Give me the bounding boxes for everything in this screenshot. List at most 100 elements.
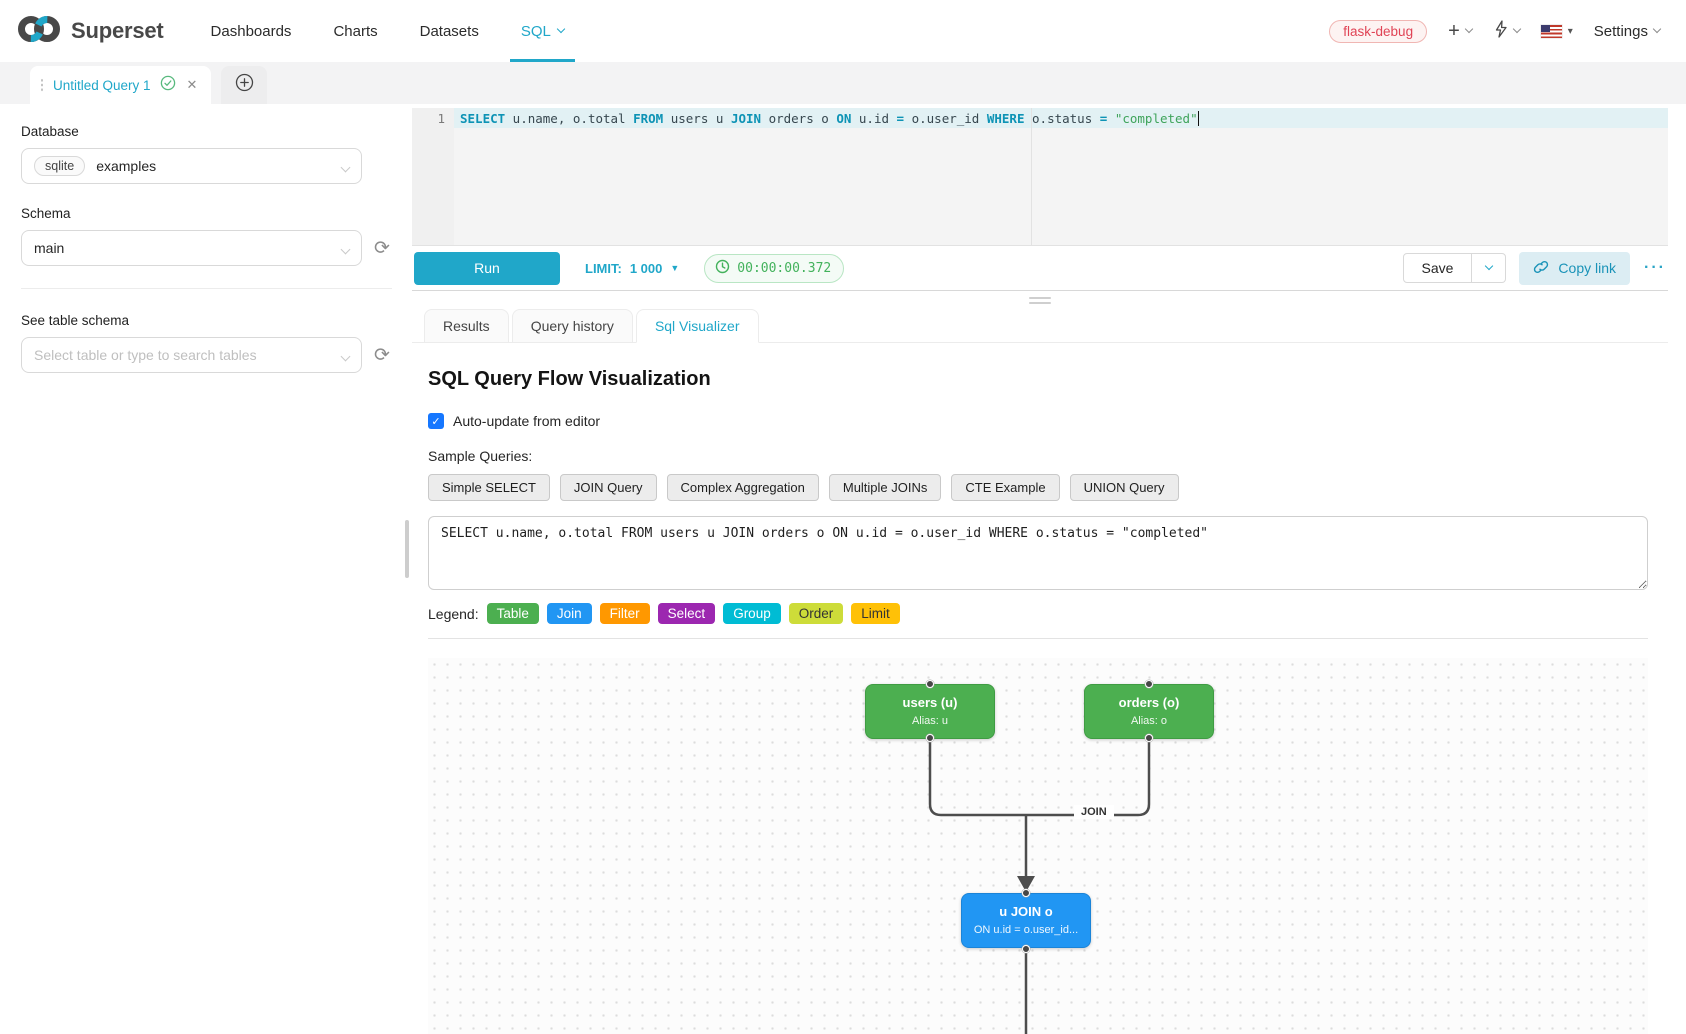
more-menu-button[interactable]: ··· [1644,259,1666,276]
text-cursor [1197,111,1200,126]
sql-editor[interactable]: 1 SELECT u.name, o.total FROM users u JO… [412,104,1668,246]
copy-link-button[interactable]: Copy link [1519,251,1631,285]
lightning-icon [1493,19,1508,43]
chevron-down-icon [1464,24,1474,34]
nav-item-datasets[interactable]: Datasets [419,22,479,40]
tab-sql-visualizer[interactable]: Sql Visualizer [635,309,759,343]
sample-query-buttons: Simple SELECT JOIN Query Complex Aggregati… [428,474,1648,501]
schema-select[interactable]: main [21,230,362,266]
add-query-tab-button[interactable] [221,66,268,104]
legend-badge: Limit [851,603,900,624]
query-tabstrip: Untitled Query 1 ✕ [0,62,1686,104]
refresh-schemas-icon[interactable]: ⟳ [374,237,390,259]
node-handle[interactable] [1145,734,1153,742]
editor-print-margin [1031,108,1032,245]
auto-update-label: Auto-update from editor [453,413,601,429]
editor-active-line [454,108,1668,128]
sample-query-button[interactable]: JOIN Query [559,474,657,501]
query-search-menu[interactable] [1493,19,1522,43]
sample-query-button[interactable]: UNION Query [1069,474,1179,501]
tab-query-history[interactable]: Query history [511,309,633,343]
query-tab-title: Untitled Query 1 [53,77,151,93]
sql-input-textarea[interactable]: SELECT u.name, o.total FROM users u JOIN… [428,516,1648,590]
superset-infinity-icon [16,13,62,50]
refresh-tables-icon[interactable]: ⟳ [374,344,390,366]
sample-query-button[interactable]: CTE Example [951,474,1060,501]
save-dropdown-button[interactable] [1472,253,1507,283]
editor-line-number: 1 [437,111,445,126]
edge-label-join: JOIN [1074,805,1114,819]
database-name: examples [96,158,157,174]
nav-item-sql[interactable]: SQL [500,0,585,62]
legend-badge: Group [723,603,781,624]
pane-resize-handle[interactable] [1029,297,1051,304]
save-button[interactable]: Save [1402,253,1473,283]
editor-code-line[interactable]: SELECT u.name, o.total FROM users u JOIN… [460,111,1200,126]
flow-edges [928,738,1151,1034]
chevron-down-icon [1512,24,1522,34]
table-select[interactable]: Select table or type to search tables [21,337,362,373]
schema-value: main [34,240,65,256]
main-panel: 1 SELECT u.name, o.total FROM users u JO… [412,104,1668,1034]
language-picker[interactable]: ▾ [1540,24,1573,38]
chevron-down-icon [1484,261,1494,271]
table-select-placeholder: Select table or type to search tables [34,347,257,363]
sidebar-divider [21,288,392,289]
plus-icon: + [1448,20,1460,42]
node-handle[interactable] [926,680,934,688]
join-node[interactable]: u JOIN o ON u.id = o.user_id... [961,893,1091,948]
sidebar-resize-handle[interactable] [405,520,409,578]
run-button[interactable]: Run [414,251,560,285]
south-pane: Results Query history Sql Visualizer SQL… [412,291,1668,1034]
sample-query-button[interactable]: Multiple JOINs [828,474,942,501]
sample-query-button[interactable]: Simple SELECT [428,474,550,501]
node-handle[interactable] [926,734,934,742]
node-handle[interactable] [1022,889,1030,897]
legend-badge: Filter [599,603,650,624]
caret-down-icon: ▼ [670,263,680,273]
editor-toolbar: Run LIMIT: 1 000 ▼ 00:00:00.372 Save [412,246,1668,291]
us-flag-icon [1540,24,1562,38]
navbar-right: flask-debug + ▾ Settings [1329,19,1662,43]
query-timer: 00:00:00.372 [704,253,845,283]
chevron-down-icon [556,24,566,34]
tab-results[interactable]: Results [424,309,509,343]
chevron-down-icon [340,162,351,173]
result-tabs: Results Query history Sql Visualizer [412,309,1668,343]
legend-badge: Join [546,603,592,624]
database-select[interactable]: sqlite examples [21,148,362,184]
table-schema-label: See table schema [21,313,130,328]
chevron-down-icon [340,244,351,255]
drag-grip-icon[interactable] [40,77,44,93]
nav-item-dashboards[interactable]: Dashboards [210,22,292,40]
editor-gutter [412,108,454,245]
top-navbar: Superset Dashboards Charts Datasets SQL … [0,0,1686,62]
superset-logo[interactable]: Superset [16,13,164,50]
flow-canvas[interactable]: users (u) Alias: u orders (o) Alias: o u… [428,658,1648,1034]
schema-label: Schema [21,206,71,221]
limit-dropdown[interactable]: LIMIT: 1 000 ▼ [585,260,680,276]
workspace: Database sqlite examples Schema main ⟳ S… [0,104,1686,1034]
link-icon [1533,259,1549,278]
nav-item-charts[interactable]: Charts [333,22,378,40]
auto-update-checkbox[interactable]: ✓ [428,413,444,429]
divider [428,638,1648,639]
query-tab[interactable]: Untitled Query 1 ✕ [30,66,212,104]
sample-query-button[interactable]: Complex Aggregation [666,474,819,501]
plus-circle-icon [235,73,254,97]
chevron-down-icon [1652,24,1662,34]
node-handle[interactable] [1145,680,1153,688]
database-label: Database [21,124,79,139]
node-handle[interactable] [1022,945,1030,953]
sqllab-sidebar: Database sqlite examples Schema main ⟳ S… [0,104,412,1034]
brand-name: Superset [71,18,164,43]
close-icon[interactable]: ✕ [186,77,198,92]
sample-queries-label: Sample Queries: [428,448,533,464]
chevron-down-icon [340,351,351,362]
saved-check-icon [160,75,176,96]
table-node-users[interactable]: users (u) Alias: u [865,684,995,739]
table-node-orders[interactable]: orders (o) Alias: o [1084,684,1214,739]
new-item-menu[interactable]: + [1448,20,1474,42]
settings-menu[interactable]: Settings [1594,23,1662,40]
